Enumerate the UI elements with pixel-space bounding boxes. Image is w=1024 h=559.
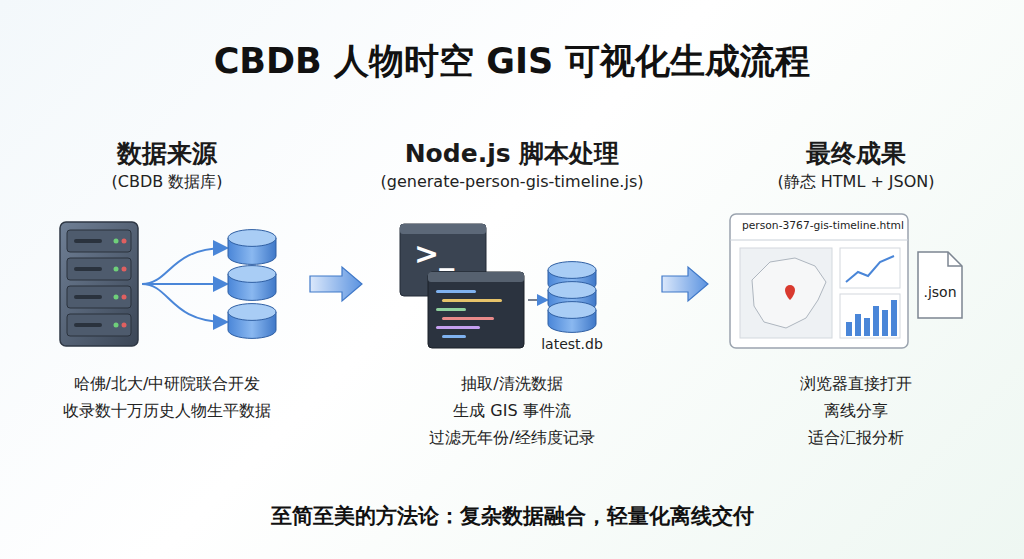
illustration-part bbox=[785, 285, 795, 300]
column-note: 抽取/清洗数据 bbox=[461, 370, 562, 397]
shape bbox=[228, 266, 276, 283]
branch-arrows bbox=[142, 248, 225, 322]
shape bbox=[122, 295, 127, 300]
shape bbox=[228, 304, 276, 321]
process-column: 最终成果(静态 HTML + JSON) 浏览器直接打开离线分享适合汇报分析 bbox=[712, 138, 1000, 451]
illustration-part bbox=[918, 252, 962, 318]
illustration-part bbox=[752, 258, 826, 328]
shape bbox=[436, 290, 476, 293]
shape bbox=[114, 239, 119, 244]
process-column: Node.js 脚本处理(generate-person-gis-timelin… bbox=[366, 138, 658, 451]
diagram-title: CBDB 人物时空 GIS 可视化生成流程 bbox=[0, 38, 1024, 85]
shape bbox=[855, 314, 861, 336]
illustration-part bbox=[840, 248, 900, 288]
shape bbox=[114, 267, 119, 272]
shape bbox=[74, 295, 102, 299]
server-icon bbox=[60, 222, 138, 346]
shape bbox=[873, 306, 879, 336]
shape bbox=[548, 262, 596, 279]
json-file-label: .json bbox=[923, 284, 956, 300]
column-note: 适合汇报分析 bbox=[808, 424, 904, 451]
illustration-part bbox=[528, 299, 546, 301]
shape bbox=[864, 318, 870, 336]
terminal-prompt: >_ bbox=[414, 236, 454, 271]
shape bbox=[846, 322, 852, 336]
illustration-part bbox=[428, 272, 524, 348]
shape bbox=[442, 317, 494, 320]
column-note: 哈佛/北大/中研院联合开发 bbox=[74, 370, 261, 397]
column-heading: 数据来源 bbox=[117, 138, 217, 170]
shape bbox=[74, 323, 102, 327]
column-heading: 最终成果 bbox=[806, 138, 906, 170]
database-cylinders bbox=[228, 230, 276, 339]
shape bbox=[74, 267, 102, 271]
illustration-part bbox=[428, 272, 524, 282]
illustration-part bbox=[142, 283, 225, 285]
illustration-part bbox=[400, 224, 486, 234]
process-column: 数据来源(CBDB 数据库) 哈佛/北大/中研院联合开发收录数十万历史人物生平数据 bbox=[28, 138, 306, 424]
column-note: 离线分享 bbox=[824, 397, 888, 424]
shape bbox=[114, 323, 119, 328]
column-heading: Node.js 脚本处理 bbox=[405, 138, 620, 170]
column-note: 过滤无年份/经纬度记录 bbox=[429, 424, 594, 451]
column-note: 收录数十万历史人物生平数据 bbox=[63, 397, 271, 424]
json-file-icon bbox=[918, 252, 962, 318]
column-subheading: (CBDB 数据库) bbox=[111, 170, 222, 194]
shape bbox=[548, 302, 596, 319]
shape bbox=[122, 323, 127, 328]
shape bbox=[114, 295, 119, 300]
shape bbox=[882, 310, 888, 336]
shape bbox=[67, 286, 131, 308]
illustration-part bbox=[846, 256, 894, 282]
latest-db-cylinder bbox=[548, 262, 596, 333]
illustration-part bbox=[948, 252, 962, 266]
column-note: 浏览器直接打开 bbox=[800, 370, 912, 397]
column-subheading: (generate-person-gis-timeline.js) bbox=[381, 170, 644, 194]
shape bbox=[67, 258, 131, 280]
shape bbox=[442, 335, 466, 338]
illustration-part bbox=[730, 240, 908, 241]
column-note: 生成 GIS 事件流 bbox=[453, 397, 570, 424]
column-subheading: (静态 HTML + JSON) bbox=[777, 170, 934, 194]
shape bbox=[436, 326, 480, 329]
illustration-part bbox=[730, 214, 908, 348]
illustration-part bbox=[142, 284, 225, 322]
shape bbox=[228, 230, 276, 247]
terminal-icons bbox=[400, 224, 524, 348]
shape bbox=[548, 282, 596, 299]
shape bbox=[67, 314, 131, 336]
illustration-part bbox=[60, 222, 138, 346]
flow-arrow bbox=[310, 267, 362, 301]
shape bbox=[891, 300, 897, 336]
arrow-shape bbox=[310, 267, 362, 301]
illustration-part bbox=[436, 290, 502, 338]
flow-arrow bbox=[662, 267, 708, 301]
shape bbox=[122, 267, 127, 272]
illustration-part bbox=[67, 230, 131, 336]
diagram-caption: 至简至美的方法论：复杂数据融合，轻量化离线交付 bbox=[0, 502, 1024, 530]
illustration-part bbox=[846, 300, 897, 336]
shape bbox=[436, 308, 466, 311]
shape bbox=[67, 230, 131, 252]
illustration-part bbox=[142, 248, 225, 284]
arrow-shape bbox=[662, 267, 708, 301]
html-file-label: person-3767-gis-timeline.html bbox=[742, 219, 904, 232]
shape bbox=[74, 239, 102, 243]
shape bbox=[122, 239, 127, 244]
browser-window bbox=[730, 214, 908, 348]
shape bbox=[442, 299, 502, 302]
db-file-label: latest.db bbox=[541, 336, 603, 352]
illustration-part bbox=[740, 248, 832, 338]
illustration-part bbox=[840, 294, 900, 338]
small-arrow bbox=[528, 300, 546, 301]
